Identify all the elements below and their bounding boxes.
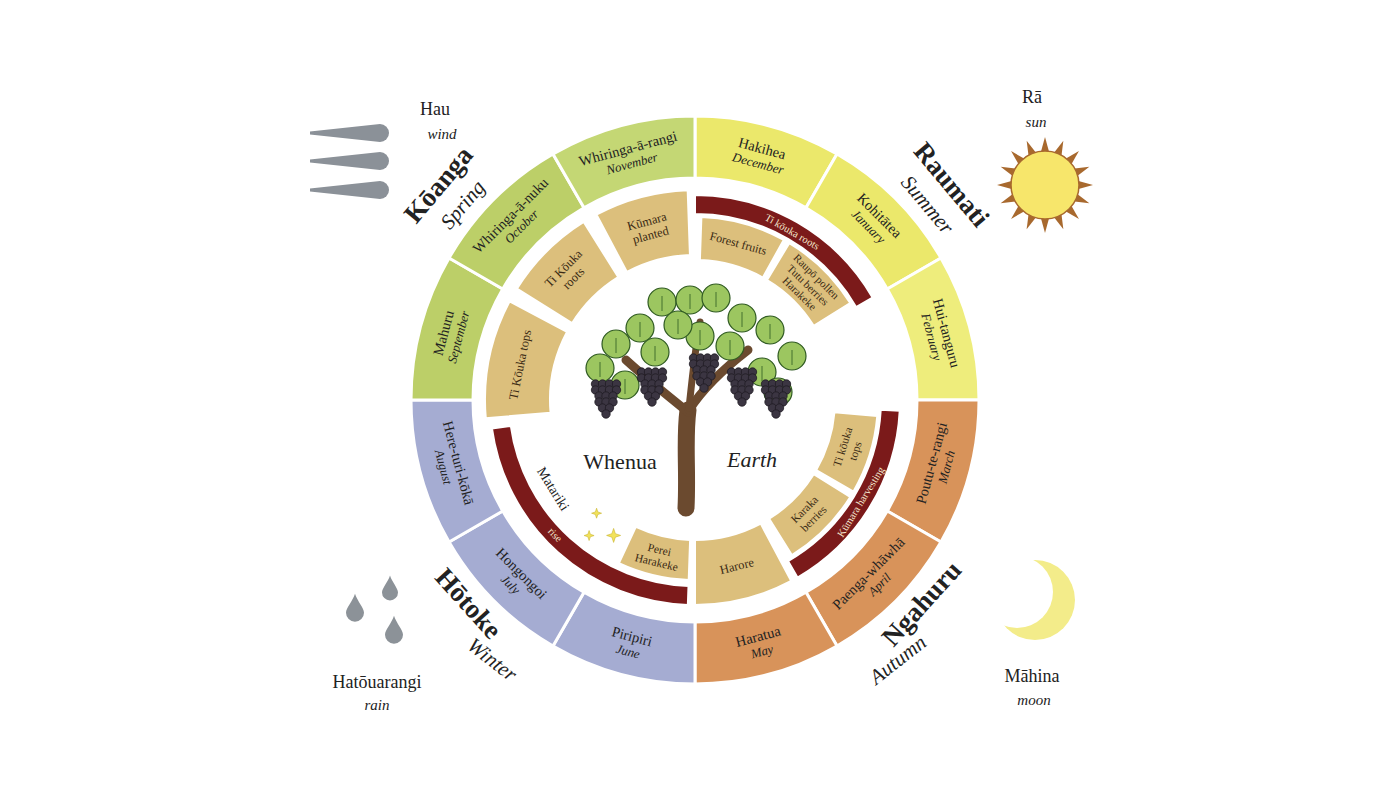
star — [592, 508, 602, 518]
corner-label: wind — [427, 126, 456, 143]
corner-label: Hau — [420, 100, 450, 120]
segment-outline — [769, 474, 850, 555]
segment-outline — [887, 258, 979, 400]
corner-label: moon — [1017, 692, 1050, 709]
grape — [648, 398, 656, 406]
star — [584, 531, 594, 541]
segment-outline — [695, 524, 791, 605]
segment-outline — [517, 222, 618, 323]
leaf-vein — [600, 362, 601, 377]
wind-streak — [310, 124, 389, 142]
vine-leaf — [602, 330, 630, 358]
food-segment: Ti Kōuka tops — [482, 298, 570, 422]
leaf-vein — [690, 294, 691, 309]
wind-icon — [310, 124, 389, 199]
season-label: Winter — [463, 634, 521, 687]
leaf-vein — [730, 340, 731, 355]
food-segment: Karaka berries — [766, 471, 854, 559]
matariki-stars — [584, 508, 621, 542]
vine-leaf — [716, 332, 744, 360]
segment-outline — [695, 592, 837, 684]
month-segment: Here-turi-kōkāAugust — [408, 397, 506, 546]
segment-outline — [596, 190, 690, 272]
food-segment: Perei Harakeke — [615, 523, 694, 583]
leaf-vein — [655, 346, 656, 361]
rain-icon — [346, 576, 403, 644]
wind-streak — [310, 181, 389, 199]
segment-outline — [767, 243, 850, 326]
center-label: Whenua — [583, 450, 656, 474]
leaf-vein — [625, 379, 626, 394]
corner-label: Hatōuarangi — [333, 673, 422, 693]
month-segment: Hui-tanguruFebruary — [884, 254, 982, 403]
rain-drop — [385, 616, 403, 644]
leaf-vein — [770, 324, 771, 339]
corner-label: Rā — [1022, 88, 1042, 108]
food-segment: Ti Kōuka roots — [513, 218, 622, 327]
vine-leaf — [586, 354, 614, 382]
segment-outline — [619, 527, 690, 580]
star — [607, 528, 621, 542]
corner-label: Māhina — [1005, 667, 1060, 687]
center-label: Earth — [727, 448, 777, 472]
moon-icon — [981, 556, 1075, 640]
grape — [602, 410, 610, 418]
segment-outline — [816, 412, 877, 491]
vine-leaf — [676, 286, 704, 314]
leaf-vein — [700, 330, 701, 345]
leaf-vein — [762, 366, 763, 381]
food-segment: Raupō pollen Tutu berries Harakeke — [764, 240, 854, 329]
corner-label: rain — [364, 697, 389, 714]
leaf-vein — [662, 296, 663, 311]
corner-label: sun — [1026, 114, 1047, 131]
segment-outline — [485, 301, 567, 418]
grape — [772, 410, 780, 418]
moon-shadow — [981, 556, 1053, 628]
leaf-vein — [792, 350, 793, 365]
segment-outline — [411, 400, 503, 542]
vine-leaf — [778, 342, 806, 370]
tree-branch — [689, 350, 748, 410]
vine-leaf — [756, 316, 784, 344]
leaf-vein — [742, 312, 743, 327]
vine-leaf — [728, 304, 756, 332]
sun-icon — [997, 137, 1093, 233]
leaf-vein — [616, 338, 617, 353]
wind-streak — [310, 152, 389, 170]
sun-disc — [1011, 151, 1079, 219]
tree-illustration — [586, 284, 806, 508]
grape — [738, 398, 746, 406]
segment-outline — [700, 217, 784, 277]
tree-trunk — [686, 410, 688, 508]
vine-leaf — [641, 338, 669, 366]
rain-drop — [382, 576, 398, 601]
segment-outline — [492, 426, 689, 605]
leaf-vein — [640, 322, 641, 337]
grape — [700, 384, 708, 392]
rain-drop — [346, 594, 364, 622]
vine-leaf — [664, 311, 692, 339]
leaf-vein — [716, 292, 717, 307]
vine-leaf — [702, 284, 730, 312]
leaf-vein — [678, 319, 679, 334]
food-segment: Harore — [692, 520, 795, 608]
vine-leaf — [626, 314, 654, 342]
